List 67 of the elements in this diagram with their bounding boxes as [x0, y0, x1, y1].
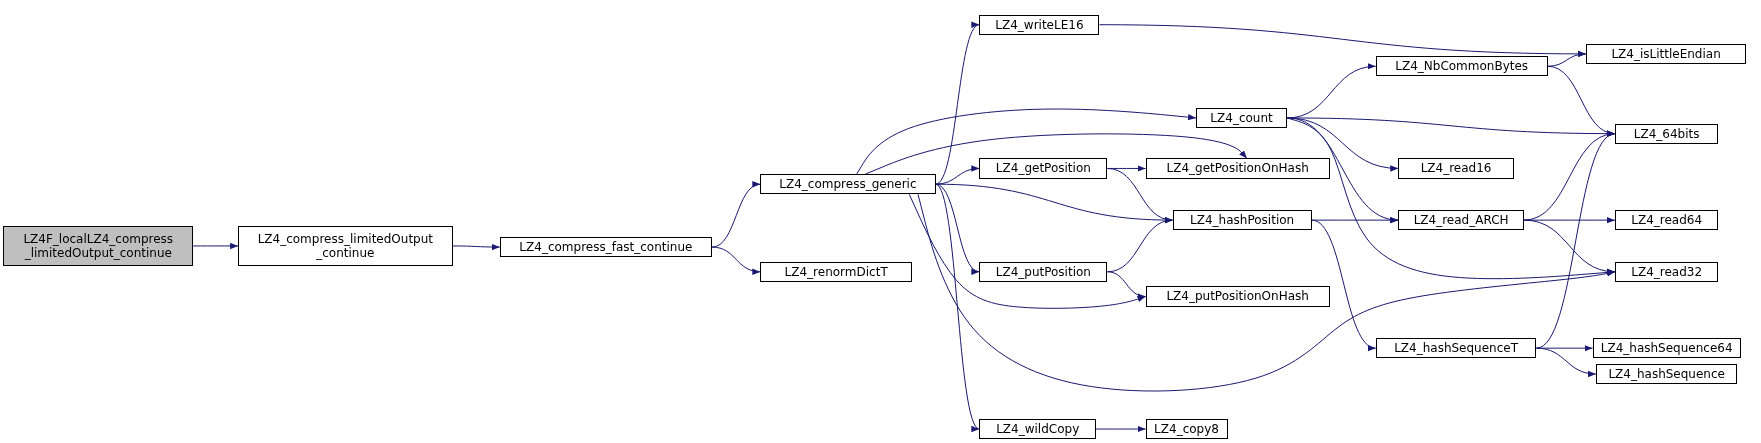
function-name: LZ4_compress_generic [779, 177, 917, 192]
call-arrow [711, 182, 761, 248]
function-box [3, 225, 194, 267]
function-box [1592, 338, 1741, 359]
call-arrow [856, 108, 1197, 175]
call-arrow [908, 193, 1147, 309]
function-name: LZ4_compress_limitedOutput _continue [256, 231, 435, 260]
call-arrow [1286, 117, 1399, 172]
call-arrow [711, 246, 761, 275]
function-box [1398, 158, 1514, 179]
call-arrow [1535, 347, 1597, 377]
function-name: LZ4_hashSequenceT [1394, 341, 1518, 356]
call-arrow [1106, 271, 1147, 299]
function-box [499, 236, 712, 258]
function-name: LZ4_hashSequence [1608, 366, 1725, 381]
function-name: LZ4_wildCopy [996, 422, 1080, 436]
function-box [979, 158, 1108, 179]
function-name: LZ4_hashPosition [1190, 213, 1295, 228]
function-box [1145, 158, 1330, 179]
function-name: LZ4_hashSequence64 [1600, 341, 1733, 356]
function-box [979, 14, 1100, 35]
function-box [1595, 363, 1738, 385]
call-arrow [864, 133, 1248, 175]
call-arrow [1523, 219, 1616, 275]
call-arrow [1311, 219, 1377, 349]
function-box [1398, 210, 1524, 231]
function-name: LZ4_getPositionOnHash [1166, 161, 1309, 176]
function-name: LZ4_writeLE16 [995, 17, 1084, 32]
function-name: LZ4_copy8 [1154, 422, 1219, 436]
call-arrow [192, 242, 239, 250]
function-name: LZ4_getPosition [995, 161, 1091, 176]
function-name: LZ4_renormDictT [784, 264, 888, 279]
function-box [1145, 418, 1228, 440]
function-box [1375, 338, 1537, 359]
function-name: LZ4_count [1210, 110, 1273, 125]
function-name: LZ4_compress_fast_continue [519, 240, 693, 255]
function-box [238, 225, 453, 267]
function-box [760, 174, 936, 195]
function-name: LZ4_64bits [1633, 126, 1700, 141]
function-box [979, 261, 1108, 282]
function-box [1375, 56, 1548, 77]
function-name: LZ4_putPositionOnHash [1166, 289, 1309, 304]
function-name: LZ4_putPosition [995, 264, 1091, 279]
function-box [1172, 210, 1312, 231]
function-name: LZ4_isLittleEndian [1611, 46, 1721, 61]
function-box [979, 418, 1097, 440]
call-arrow [935, 183, 980, 430]
call-arrow [935, 24, 980, 185]
call-arrow [935, 183, 980, 273]
call-arrow [1095, 425, 1147, 433]
function-name: LZ4_read_ARCH [1413, 213, 1509, 228]
function-name: LZ4_read32 [1631, 264, 1703, 279]
call-arrow [1535, 133, 1616, 349]
function-box [1585, 43, 1747, 64]
function-box [1615, 210, 1719, 231]
function-name: LZ4_read64 [1631, 213, 1703, 228]
function-name: LZ4_NbCommonBytes [1395, 59, 1529, 74]
function-name: LZ4_read16 [1420, 161, 1492, 176]
function-box [1145, 286, 1330, 307]
function-name: LZ4F_localLZ4_compress _limitedOutput_continue [22, 231, 175, 260]
call-arrow [935, 165, 980, 185]
function-box [1615, 261, 1719, 282]
call-arrow [452, 243, 501, 251]
call-arrow [1286, 117, 1616, 280]
function-box [760, 261, 912, 282]
function-box [1615, 123, 1719, 144]
function-box [1196, 107, 1288, 128]
